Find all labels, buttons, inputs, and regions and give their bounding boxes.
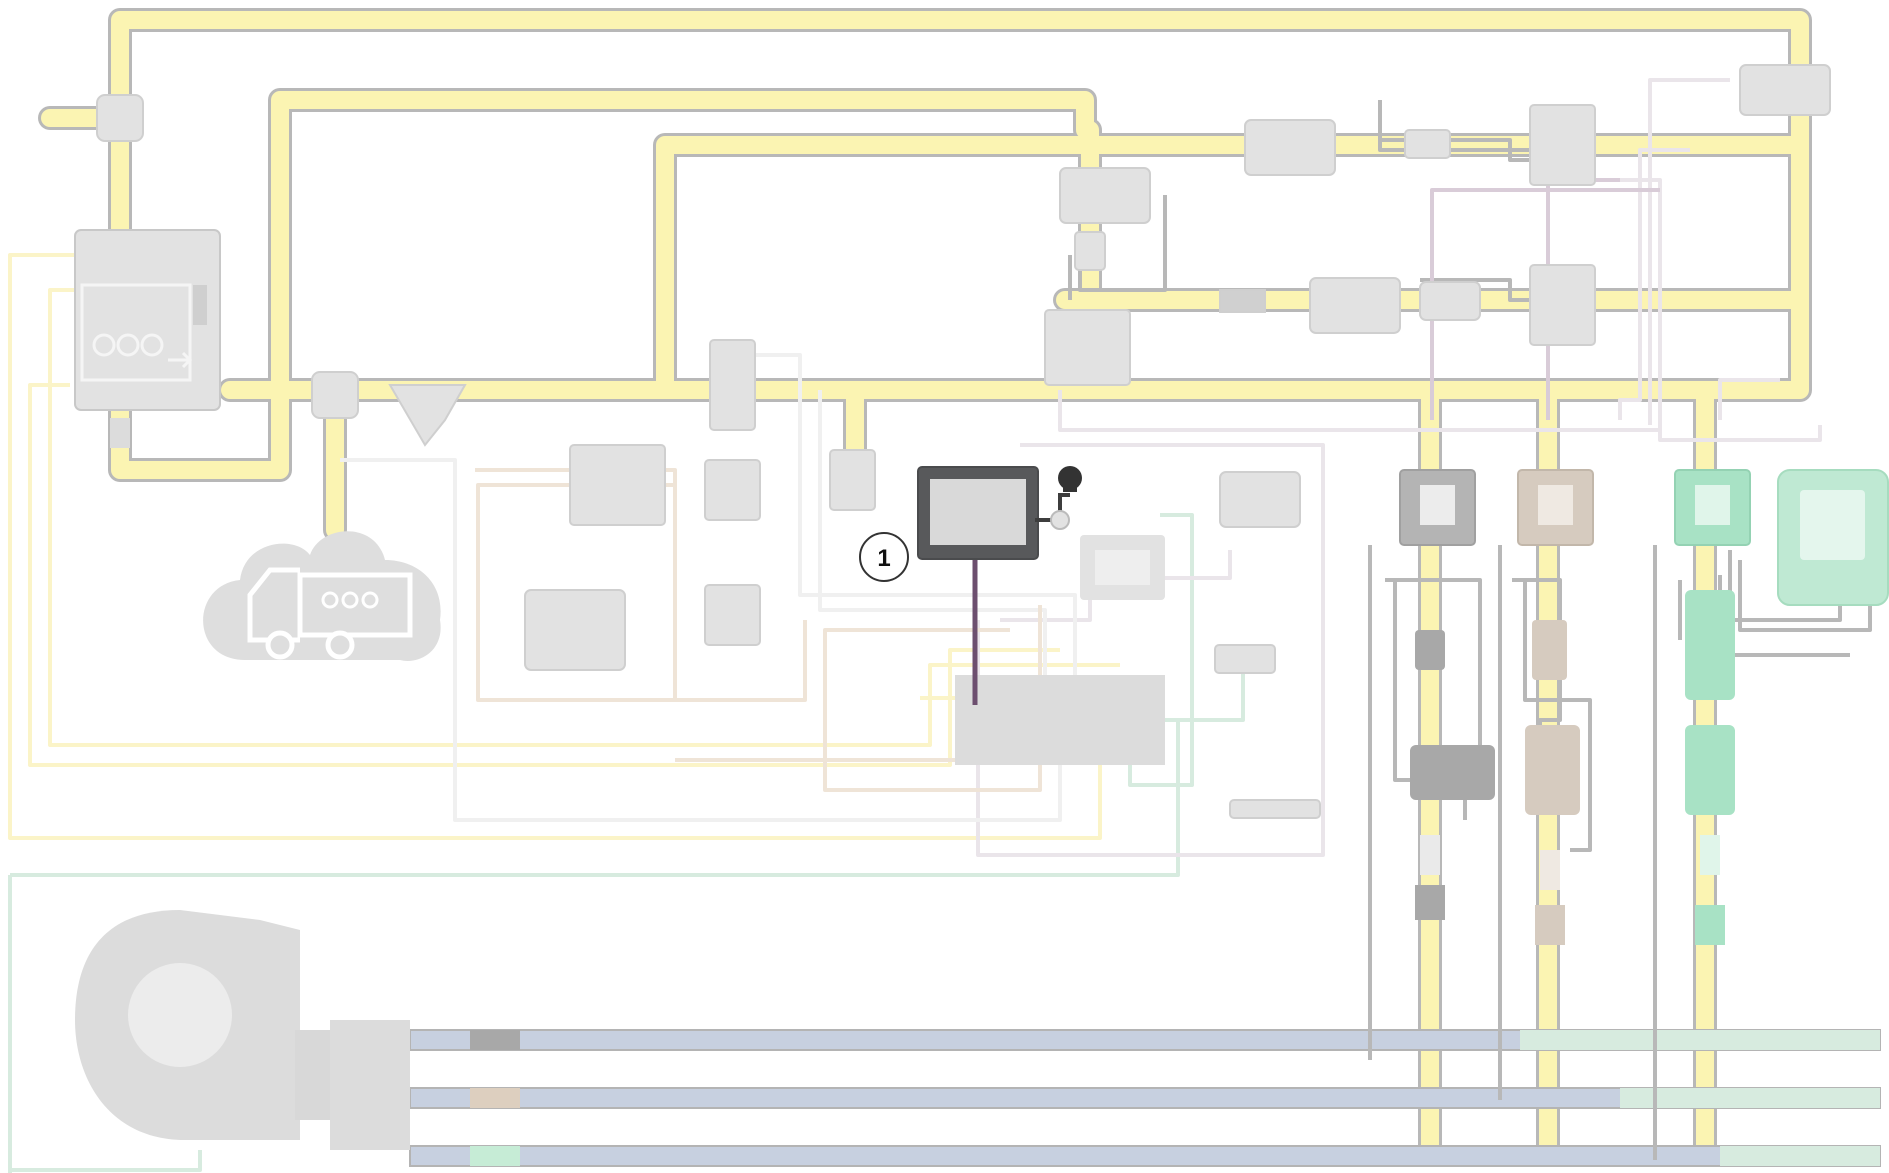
actuator-component (1044, 309, 1131, 386)
valve-component (96, 94, 144, 142)
regulator-component (704, 459, 761, 521)
switch-component (1419, 281, 1481, 321)
display-controller (917, 466, 1082, 705)
filter-component (569, 444, 666, 526)
valve-component (1059, 167, 1151, 224)
strainer-component (388, 384, 467, 447)
switch-component (1214, 644, 1276, 674)
callout-1: 1 (859, 532, 909, 582)
damper-component (1219, 289, 1266, 313)
sensor-component (1219, 471, 1301, 528)
callout-circle (859, 532, 909, 582)
branch-components (1399, 469, 1889, 945)
gas-components (96, 64, 1831, 819)
actuator-component (1529, 264, 1596, 346)
valve-component (704, 584, 761, 646)
valve-component (1309, 277, 1401, 334)
callout-label: 1 (877, 545, 890, 572)
sensor-component (829, 449, 876, 511)
switch-component (1404, 129, 1451, 159)
valve-component (1739, 64, 1831, 116)
truck-cloud-icon (203, 531, 441, 661)
gas-rails (409, 1029, 1881, 1167)
controller-screen (930, 479, 1026, 545)
actuator-component (1529, 104, 1596, 186)
valve-component (1244, 119, 1336, 176)
valve-component (311, 371, 359, 419)
connector-component (1229, 799, 1321, 819)
regulator-component (709, 339, 756, 431)
sensor-icon (1050, 510, 1070, 530)
terminal-block (955, 535, 1165, 765)
pump-component (524, 589, 626, 671)
switch-component (1074, 231, 1106, 271)
blower-fan (75, 910, 410, 1150)
burner-tank (74, 229, 221, 448)
antenna-cable (1035, 493, 1070, 522)
